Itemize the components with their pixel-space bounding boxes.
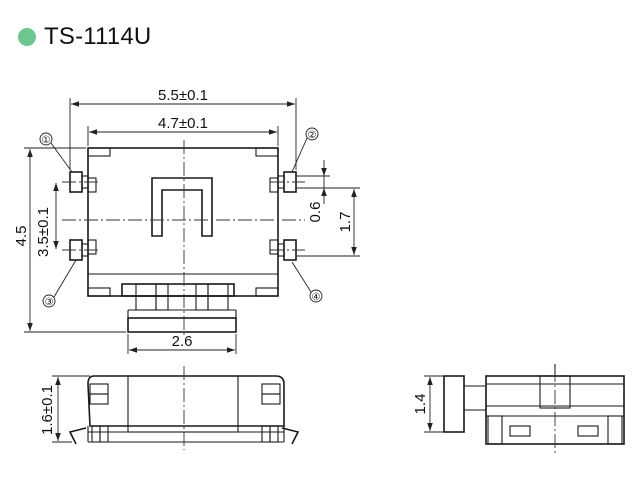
label-terminal-pitch: 3.5±0.1	[35, 207, 52, 257]
label-terminal-span: 1.7	[337, 212, 354, 233]
label-body-height: 1.6±0.1	[39, 385, 56, 435]
model-title: TS-1114U	[44, 23, 152, 50]
pin-label-1: ①	[42, 135, 51, 146]
label-terminal-width: 0.6	[307, 202, 324, 223]
corner-rib	[87, 287, 111, 297]
dim-actuator-width: 2.6	[127, 333, 237, 354]
pin-label-4: ④	[312, 292, 321, 303]
pin-label-3: ③	[45, 297, 54, 308]
dim-side-height: 1.4	[412, 375, 444, 433]
front-view	[68, 366, 300, 450]
corner-rib	[255, 147, 279, 157]
dim-terminal-pitch: 3.5±0.1	[35, 183, 59, 257]
pin-callouts: ① ② ③ ④	[39, 127, 323, 308]
front-actuator	[127, 375, 239, 433]
dim-terminal-width: 0.6	[296, 160, 330, 222]
top-view	[62, 140, 305, 336]
label-side-height: 1.4	[412, 394, 429, 415]
plunger-base	[121, 283, 235, 297]
corner-rib	[87, 147, 111, 157]
dim-overall-width: 5.5±0.1	[69, 87, 297, 170]
side-view	[443, 364, 625, 456]
label-inner-width: 4.7±0.1	[158, 115, 208, 132]
pin-label-2: ②	[308, 130, 317, 141]
label-overall-width: 5.5±0.1	[158, 87, 208, 104]
front-body-outline	[87, 375, 285, 427]
dim-terminal-span: 1.7	[296, 187, 360, 257]
actuator-slot	[151, 177, 213, 237]
dim-body-height: 1.6±0.1	[39, 375, 90, 443]
dim-inner-width: 4.7±0.1	[87, 115, 279, 146]
header: TS-1114U	[18, 22, 151, 52]
side-actuator	[443, 375, 465, 433]
label-actuator-width: 2.6	[172, 333, 193, 350]
label-overall-height: 4.5	[13, 226, 30, 247]
status-dot-icon	[18, 28, 36, 46]
actuator-tip	[127, 317, 237, 333]
corner-rib	[255, 287, 279, 297]
